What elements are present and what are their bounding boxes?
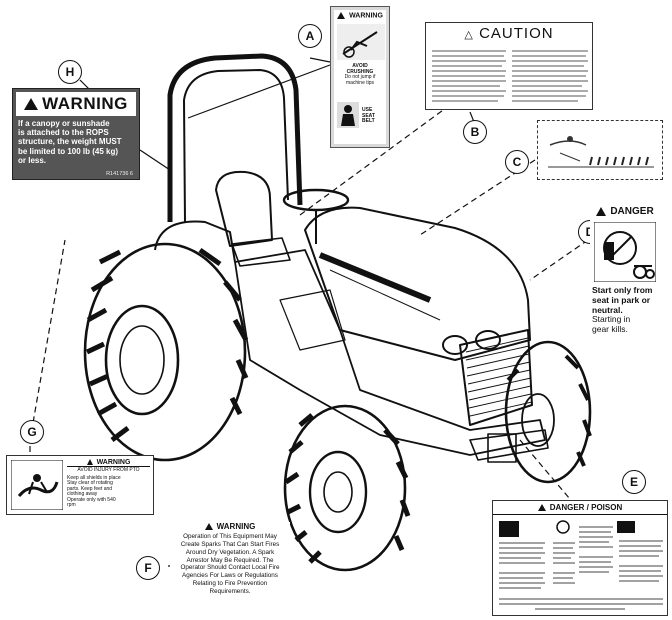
hood	[304, 206, 531, 361]
decal-g-line5: Operate only with 540	[67, 496, 116, 503]
rear-fender	[154, 220, 236, 263]
decal-d-line5: gear kills.	[592, 324, 628, 335]
decal-e-danger-poison: DANGER / POISON	[492, 500, 668, 616]
decal-h-line3: structure, the weight MUST	[18, 137, 122, 147]
operator-seat	[215, 170, 273, 247]
decal-a-line2: CRUSHING	[346, 68, 374, 75]
front-left-wheel	[283, 404, 411, 572]
decal-h-line4: be limited to 100 lb (45 kg)	[18, 146, 119, 156]
danger-triangle-icon	[596, 206, 607, 216]
leader-h2	[139, 149, 171, 171]
leader-e	[519, 439, 576, 506]
decal-d-line2: seat in park or	[592, 294, 651, 305]
poison-warning-lines	[499, 520, 663, 610]
callout-e: E	[622, 470, 646, 494]
pto-entanglement-icon	[11, 460, 63, 510]
decal-h-part-number: R141736 6	[106, 171, 133, 177]
decal-f-line8: Requirements.	[209, 588, 251, 596]
decal-f-title: WARNING	[216, 522, 256, 531]
decal-d-title: DANGER	[610, 206, 654, 217]
decal-f-line2: Create Sparks That Can Start Fires	[180, 540, 280, 548]
decal-d-danger: DANGER Start only from seat in park or n…	[590, 206, 660, 344]
callout-a: A	[298, 24, 322, 48]
decal-h-line1: If a canopy or sunshade	[18, 119, 110, 128]
front-right-wheel	[504, 340, 592, 484]
decal-g-title: WARNING	[96, 459, 131, 466]
callout-g: G	[20, 420, 44, 444]
runover-hazard-icon	[594, 222, 656, 282]
decal-a-use2: SEAT	[362, 112, 375, 119]
leader-a	[309, 57, 331, 63]
caution-triangle-icon: △	[464, 29, 474, 41]
decal-g-line1: Keep all shields in place	[67, 474, 121, 481]
decal-h-line5: or less.	[18, 155, 47, 165]
decal-g-line2: Stay clear of rotating	[67, 480, 113, 486]
rear-wheel	[83, 242, 249, 462]
decal-b-title: CAUTION	[479, 25, 554, 42]
decal-f-line5: Operator Should Contact Local Fire	[180, 564, 280, 572]
decal-a-line1: AVOID	[352, 63, 368, 69]
warning-triangle-icon	[337, 12, 346, 19]
decal-f-line1: Operation of This Equipment May	[183, 533, 277, 540]
decal-c-pictorial	[537, 120, 663, 180]
decal-g-line3: parts. Keep feet and	[67, 485, 113, 492]
decal-a-line4: machine tips	[345, 79, 375, 86]
decal-f-spark-warning: WARNING Operation of This Equipment May …	[170, 522, 290, 618]
decal-g-line6: rpm	[67, 502, 76, 508]
decal-f-line4: Arrestor May Be Required. The	[186, 556, 274, 564]
decal-e-title: DANGER / POISON	[549, 503, 623, 512]
leader-b	[299, 104, 451, 216]
decal-g-line4: clothing away	[67, 491, 98, 497]
decal-f-line6: Agencies For Laws or Regulations	[182, 572, 278, 580]
warning-triangle-icon	[204, 523, 213, 531]
seat-belt-icon	[337, 102, 359, 128]
decal-h-canopy-warning: WARNING If a canopy or sunshade is attac…	[12, 88, 140, 180]
leader-d	[529, 239, 589, 281]
callout-b: B	[463, 120, 487, 144]
decal-d-line1: Start only from	[592, 285, 653, 295]
decal-g-subtitle: AVOID INJURY FROM PTO	[77, 467, 140, 473]
callout-c: C	[505, 150, 529, 174]
decal-a-title: WARNING	[349, 12, 383, 20]
decal-d-line3: neutral.	[592, 304, 623, 315]
warning-triangle-icon	[24, 98, 39, 110]
decal-a-line3: Do not jump if	[344, 74, 376, 80]
front-grill	[459, 329, 533, 426]
rops-frame	[167, 53, 303, 222]
decal-g-pto-warning: WARNING AVOID INJURY FROM PTO Keep all s…	[6, 455, 154, 515]
callout-f: F	[136, 556, 160, 580]
decal-f-line7: Relating to Fire Prevention	[192, 580, 268, 588]
decal-a-rollover-warning: WARNING AVOID CRUSHING Do not jump if ma…	[330, 6, 390, 148]
decal-h-title: WARNING	[42, 94, 128, 113]
decal-d-line4: Starting in	[592, 314, 631, 325]
hazard-pictorial-icon	[548, 136, 654, 168]
warning-triangle-icon	[86, 459, 93, 466]
decal-f-line3: Around Dry Vegetation. A Spark	[185, 548, 275, 556]
leader-a2	[187, 64, 331, 119]
decal-h-line2: is attached to the ROPS	[18, 128, 109, 138]
decal-a-use1: USE	[362, 107, 373, 113]
caution-text-lines	[432, 50, 588, 102]
steering-wheel	[282, 188, 350, 212]
tipping-tractor-icon	[337, 24, 385, 60]
callout-h: H	[58, 60, 82, 84]
decal-b-caution: △ CAUTION	[425, 22, 593, 110]
danger-triangle-icon	[537, 504, 546, 512]
decal-a-use3: BELT	[362, 118, 375, 124]
